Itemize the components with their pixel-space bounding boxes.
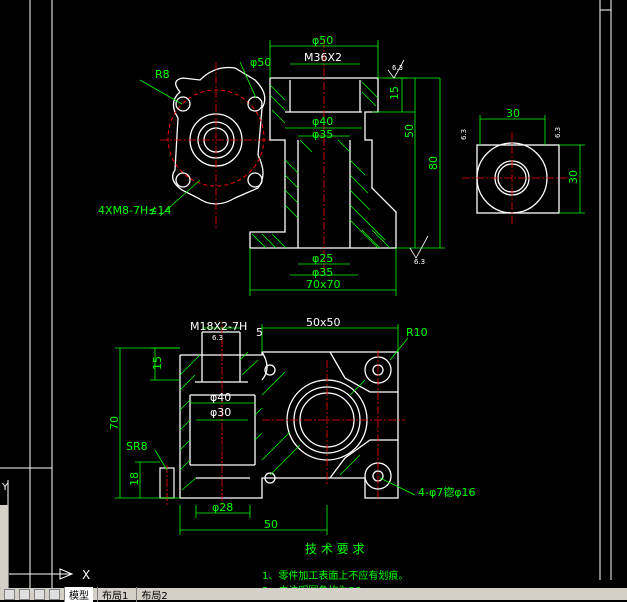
dim-70x70: 70x70 (306, 278, 341, 291)
top-view: φ50 M36X2 φ50 R8 φ40 φ35 φ25 φ35 70x70 4… (98, 34, 445, 296)
vertical-scrollbar[interactable] (0, 505, 9, 588)
dim-front-phi30: φ30 (210, 406, 231, 419)
roughness-front: 6.3 (212, 334, 223, 342)
technical-notes: 技 术 要 求 1、零件加工表面上不应有划痕。 2、未注明圆角均为R3。 (262, 542, 408, 597)
dim-side-30-w: 30 (506, 107, 520, 120)
ucs-x-label: X (82, 568, 90, 582)
drawing-frame (0, 0, 612, 600)
roughness-side-right: 6.3 (554, 127, 562, 138)
tab-nav-next-icon[interactable] (34, 588, 45, 600)
tab-nav-prev-icon[interactable] (19, 588, 30, 600)
dim-phi35-bot: φ35 (312, 266, 333, 279)
roughness-top: 6.3 (392, 64, 403, 72)
front-view: M18X2-7H 5 50x50 R10 15 70 φ40 φ30 SR8 1… (108, 316, 475, 535)
dim-50: 50 (403, 124, 416, 138)
tab-layout-1[interactable]: 布局1 (97, 586, 132, 602)
dim-front-50: 50 (264, 518, 278, 531)
dim-thread-note: 4XM8-7H≰14 (98, 204, 171, 217)
dim-phi50-top: φ50 (312, 34, 333, 47)
ucs-y-label: Y (1, 482, 9, 493)
dim-holes: 4-φ7锪φ16 (418, 486, 475, 499)
dim-m36: M36X2 (304, 51, 342, 64)
side-view: 30 30 6.3 6.3 (460, 107, 585, 225)
dim-50x50: 50x50 (306, 316, 341, 329)
layout-tab-bar: 模型 布局1 布局2 (0, 586, 627, 602)
dim-80: 80 (427, 156, 440, 170)
dim-15: 15 (388, 86, 401, 100)
ucs-icon: X Y (1, 480, 90, 582)
dim-phi40: φ40 (312, 115, 333, 128)
dim-r10: R10 (406, 326, 428, 339)
dim-m18: M18X2-7H (190, 320, 247, 333)
roughness-side-left: 6.3 (460, 129, 468, 140)
dim-side-30-h: 30 (567, 170, 580, 184)
tab-nav-first-icon[interactable] (4, 588, 15, 600)
notes-line-1: 1、零件加工表面上不应有划痕。 (262, 569, 408, 582)
tab-nav-last-icon[interactable] (49, 588, 60, 600)
dim-front-phi40: φ40 (210, 391, 231, 404)
tab-model[interactable]: 模型 (64, 586, 93, 602)
dim-r8: R8 (155, 68, 170, 81)
dim-phi25: φ25 (312, 252, 333, 265)
notes-title: 技 术 要 求 (305, 542, 364, 556)
dim-front-15: 15 (151, 356, 164, 370)
dim-phi35-top: φ35 (312, 128, 333, 141)
roughness-bottom: 6.3 (414, 258, 425, 266)
dim-phi28: φ28 (212, 501, 233, 514)
dim-front-18: 18 (128, 472, 141, 486)
dim-5: 5 (256, 326, 263, 339)
dim-front-70: 70 (108, 416, 121, 430)
dim-phi50-flange: φ50 (250, 56, 271, 69)
dim-sr8: SR8 (126, 440, 148, 453)
tab-layout-2[interactable]: 布局2 (136, 586, 171, 602)
